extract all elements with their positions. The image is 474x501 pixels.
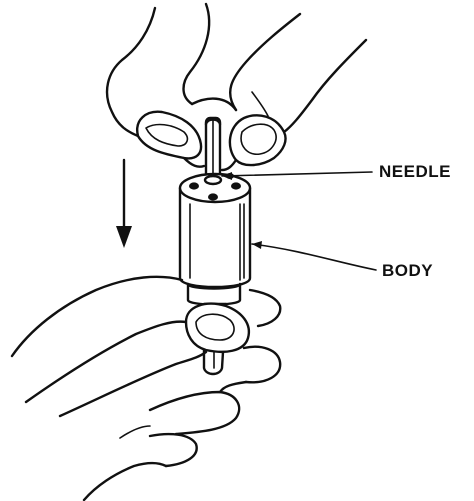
fuel-hole-icon <box>189 182 199 189</box>
needle-leader-line <box>222 172 372 176</box>
lower-hand <box>12 277 280 500</box>
upper-hand <box>107 4 366 170</box>
needle-label: NEEDLE <box>379 163 451 180</box>
body-leader-line <box>252 244 376 270</box>
fuel-hole-icon <box>208 193 218 200</box>
needle-stem <box>206 118 220 182</box>
down-arrow-icon <box>116 160 132 248</box>
fuel-hole-icon <box>231 182 241 189</box>
body-label: BODY <box>382 262 433 279</box>
